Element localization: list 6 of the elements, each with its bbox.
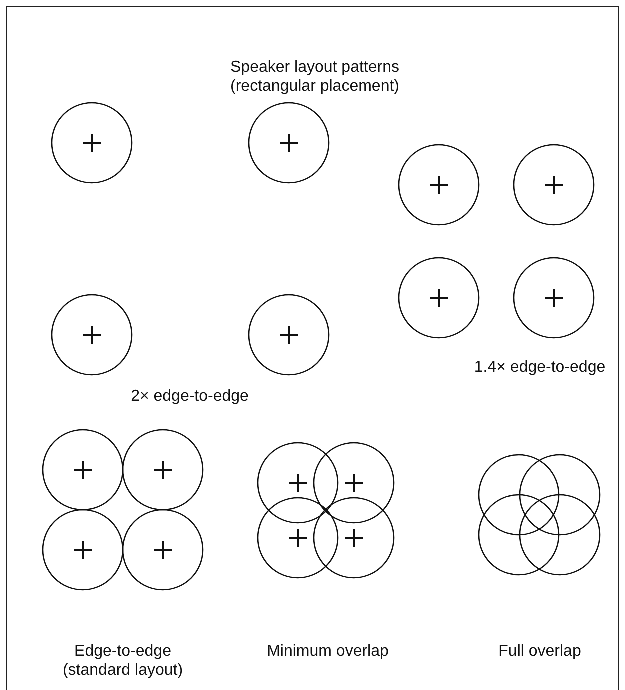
caption-text: Minimum overlap [266, 642, 390, 661]
title: Speaker layout patterns (rectangular placement) [230, 58, 400, 96]
caption-text: 2× edge-to-edge [130, 387, 250, 406]
caption-text: Full overlap [498, 642, 582, 661]
caption-text: 1.4× edge-to-edge [473, 358, 607, 377]
caption-text: Edge-to-edge (standard layout) [62, 642, 184, 680]
